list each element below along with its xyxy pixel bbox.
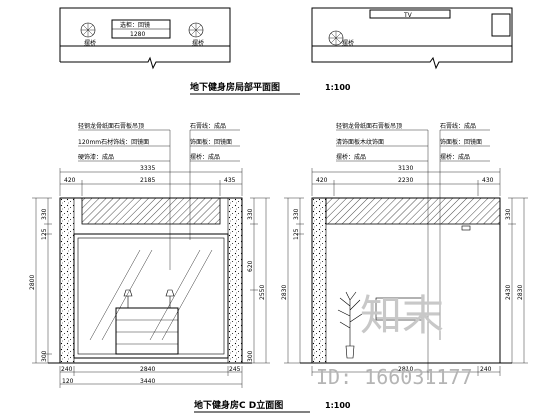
- watermark: 知末 ID: 166031177: [316, 291, 473, 389]
- elevation-right-bottom-dimensions: 2810 240: [311, 366, 501, 376]
- watermark-brand: 知末: [360, 291, 444, 340]
- elevation-left-notes: 轻钢龙骨纸面石膏板吊顶 120mm石材饰线：回镜面 硬饰漆：成品 石膏线：成品 …: [78, 122, 240, 270]
- elevation-scale: 1:100: [325, 401, 351, 410]
- plan-right-plant-icon: [328, 30, 344, 46]
- plan-right-door: [491, 13, 511, 37]
- elevation-left-dim-left-v-c: 300: [41, 350, 48, 362]
- watermark-id: ID: 166031177: [316, 365, 473, 389]
- elevation-left-note-2: 120mm石材饰线：回镜面: [78, 138, 149, 146]
- elevation-left-dim-left-v-b: 125: [41, 228, 48, 240]
- plan-right-tv-cabinet: [369, 9, 451, 19]
- elevation-right-tv-panel: [375, 297, 423, 321]
- plan-scale: 1:100: [325, 83, 351, 92]
- elevation-right-right-dimensions: 2830 330 2430: [505, 197, 528, 364]
- elevation-right-dim-left-v-b: 125: [293, 228, 300, 240]
- elevation-right-right-note-3: 摆桥：成品: [440, 153, 470, 161]
- elevation-right-dim-top-total: 3130: [398, 165, 413, 172]
- elevation-right-note-2: 清饰面板木纹饰面: [336, 138, 384, 146]
- elevation-right: 轻钢龙骨纸面石膏板吊顶 清饰面板木纹饰面 摆桥：成品 石膏线：成品 饰面板：回镜…: [281, 122, 528, 380]
- elevation-left-dim-top-mid: 2185: [140, 177, 155, 184]
- elevation-left-dim-bottom-total: 3440: [140, 378, 155, 385]
- elevation-left-mirror-inner: [77, 237, 225, 355]
- elevation-left-left-dimensions: 2800 330 125 300: [29, 197, 52, 364]
- elevation-right-left-dimensions: 2830 330 125: [281, 197, 304, 364]
- elevation-left-bottom-dimensions: 2840 240 245 3440 120: [59, 366, 243, 388]
- elevation-left-mirror-panel: [73, 233, 229, 359]
- elevation-left-right-note-1: 石膏线：成品: [190, 122, 226, 130]
- plan-left-plant-left-icon: [80, 22, 96, 38]
- elevation-left-dim-right-v-total: 2550: [259, 285, 266, 300]
- elevation-right-right-note-2: 饰面板：回镜面: [440, 138, 482, 146]
- elevation-left-lamp-left-icon: [123, 289, 133, 308]
- elevation-left-wall-section-right: [227, 197, 243, 364]
- elevation-left-dim-top-left: 420: [64, 177, 76, 184]
- elevation-right-dim-top-mid: 2230: [398, 177, 413, 184]
- elevation-left-ceiling-section: [81, 197, 221, 225]
- elevation-left-dim-bottom-left: 240: [61, 366, 73, 373]
- elevation-right-top-dimensions: 3130 2230 420 430: [311, 165, 501, 196]
- elevation-right-right-note-1: 石膏线：成品: [440, 122, 476, 130]
- plan-left-room-outline: [59, 7, 231, 47]
- plan-left-cabinet-label: 选柜：回镜: [120, 21, 150, 29]
- elevation-right-dim-bottom-right: 240: [480, 366, 492, 373]
- elevation-left-right-dimensions: 2550 330 620 300: [247, 197, 270, 364]
- plan-left-plant-right-icon: [188, 22, 204, 38]
- elevation-right-light-fixture: [461, 225, 471, 231]
- elevation-left-dim-top-total: 3335: [140, 165, 155, 172]
- elevation-right-note-3: 摆桥：成品: [336, 153, 366, 161]
- elevation-right-notes: 轻钢龙骨纸面石膏板吊顶 清饰面板木纹饰面 摆桥：成品 石膏线：成品 饰面板：回镜…: [336, 122, 490, 380]
- elevation-right-dim-top-right: 430: [482, 177, 494, 184]
- elevation-right-plant-icon: [337, 291, 363, 359]
- elevation-left-note-3: 硬饰漆：成品: [78, 153, 114, 161]
- plan-left-break-line: [59, 46, 231, 70]
- elevation-right-note-1: 轻钢龙骨纸面石膏板吊顶: [336, 122, 402, 130]
- elevation-left-cabinet-drawers: [116, 319, 178, 345]
- elevation-left: 轻钢龙骨纸面石膏板吊顶 120mm石材饰线：回镜面 硬饰漆：成品 石膏线：成品 …: [29, 122, 270, 388]
- plan-right-plant-label: 摆桥: [342, 39, 354, 47]
- elevation-right-dim-bottom-total: 2810: [398, 366, 413, 373]
- elevation-title: 地下健身房C D立面图: [194, 399, 283, 411]
- plan-left: 选柜：回镜 1280 摆桥 摆桥: [59, 7, 231, 70]
- plan-title: 地下健身房局部平面图: [190, 81, 280, 93]
- elevation-left-note-1: 轻钢龙骨纸面石膏板吊顶: [78, 122, 144, 130]
- elevation-right-wall-section-left: [311, 197, 327, 364]
- elevation-left-top-dimensions: 3335 2185 420 435: [59, 165, 243, 196]
- plan-left-plant-left-label: 摆桥: [84, 39, 96, 47]
- elevation-left-dim-bottom-right: 245: [229, 366, 241, 373]
- plan-right: TV 摆桥: [311, 7, 513, 70]
- elevation-right-dim-left-v-a: 330: [293, 208, 300, 220]
- elevation-right-dim-right-v-total: 2830: [517, 285, 524, 300]
- elevation-left-right-note-2: 饰面板：回镜面: [190, 138, 232, 146]
- plan-right-room-outline: [311, 7, 513, 47]
- plan-right-tv-label: TV: [403, 12, 413, 19]
- elevation-right-dim-left-v-total: 2830: [281, 285, 288, 300]
- elevation-left-wall-section-left: [59, 197, 75, 364]
- elevation-left-dim-right-v-a: 330: [247, 208, 254, 220]
- elevation-left-dim-bottom-small: 120: [62, 378, 74, 385]
- elevation-left-lamp-right-icon: [165, 289, 175, 308]
- elevation-right-dim-right-v-a: 330: [505, 208, 512, 220]
- elevation-left-right-note-3: 摆桥：成品: [190, 153, 220, 161]
- elevation-right-dim-top-left: 420: [316, 177, 328, 184]
- elevation-right-dim-right-v-b: 2430: [505, 285, 512, 300]
- elevation-left-mirror-reflection-lines: [89, 249, 213, 341]
- elevation-right-ceiling-section: [325, 197, 501, 225]
- elevation-left-dim-right-v-b: 620: [247, 260, 254, 272]
- plan-left-plant-right-label: 摆桥: [192, 39, 204, 47]
- elevation-left-dim-top-right: 435: [224, 177, 236, 184]
- elevation-left-cabinet: [115, 307, 179, 355]
- plan-left-cabinet-width: 1280: [130, 31, 145, 38]
- plan-right-break-line: [311, 46, 513, 70]
- elevation-left-dim-left-v-total: 2800: [29, 275, 36, 290]
- elevation-left-dim-left-v-a: 330: [41, 208, 48, 220]
- elevation-left-dim-right-v-c: 300: [247, 350, 254, 362]
- elevation-left-dim-bottom-mid: 2840: [140, 366, 155, 373]
